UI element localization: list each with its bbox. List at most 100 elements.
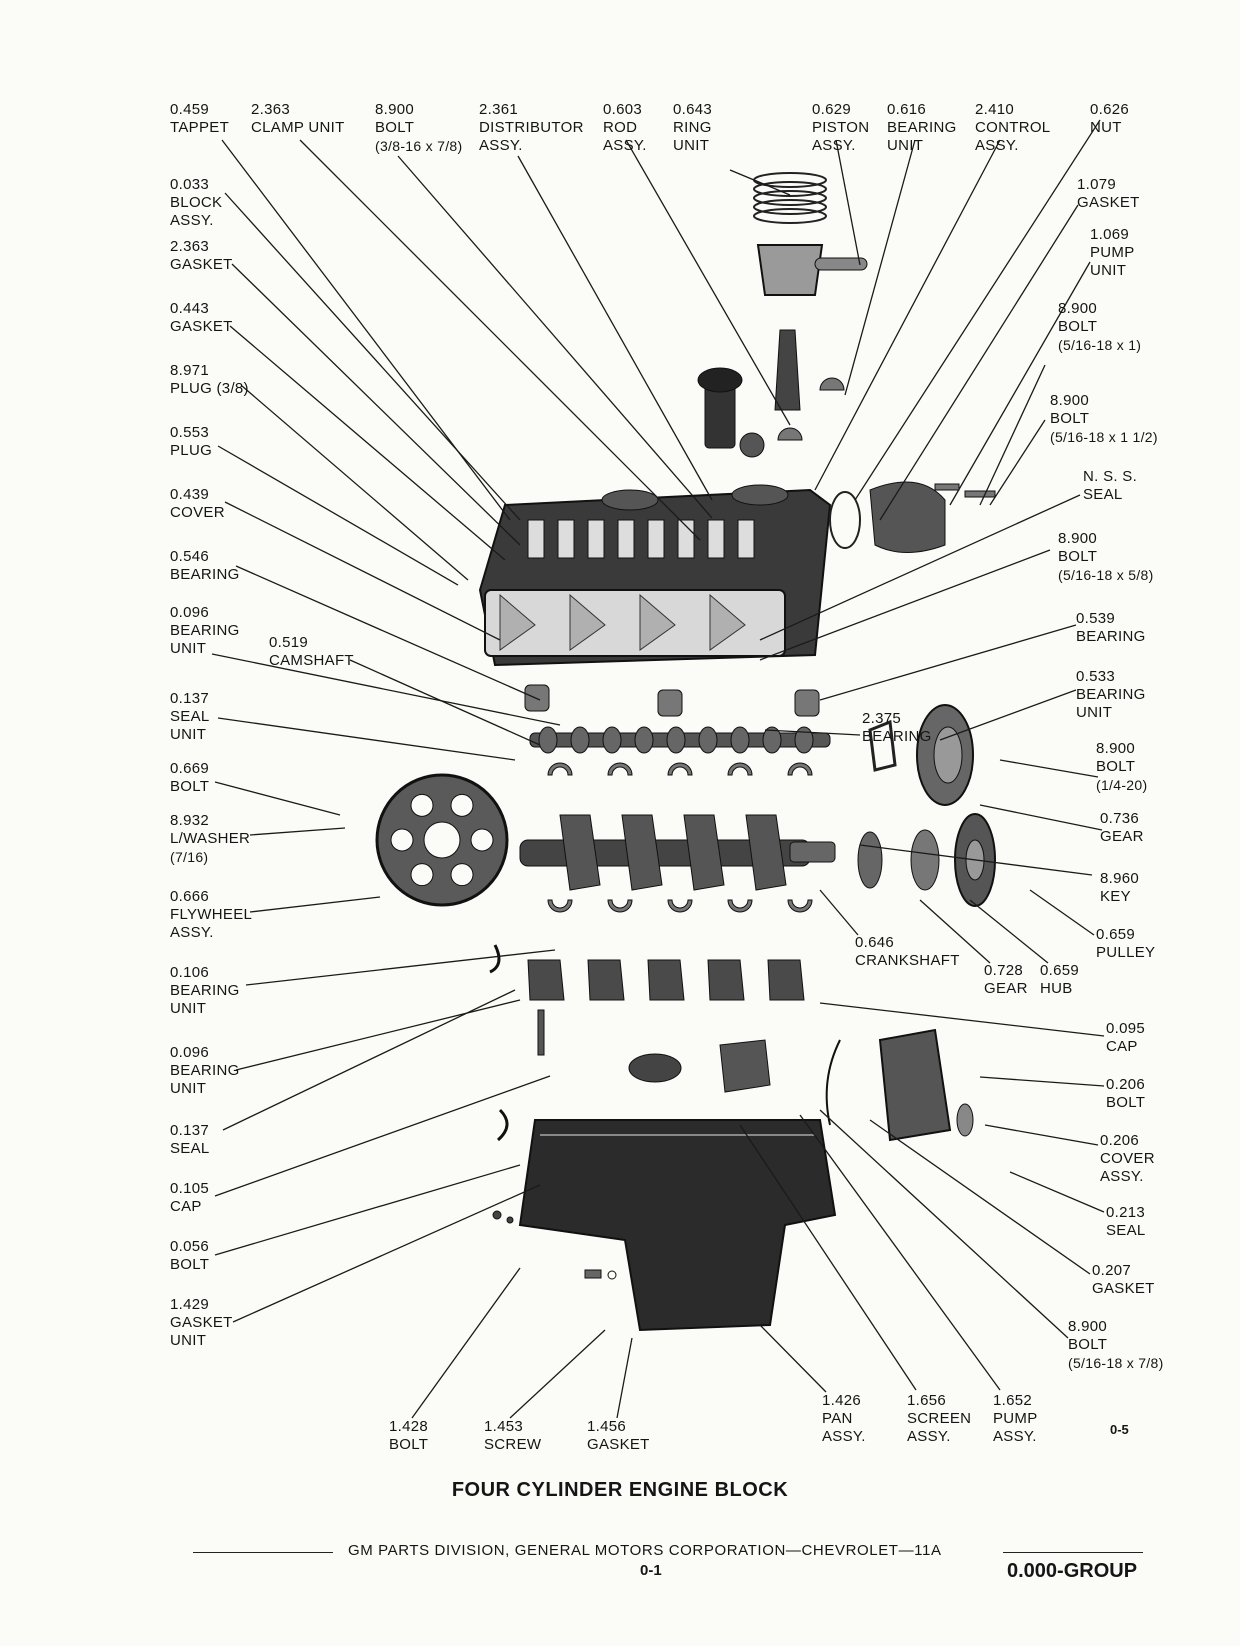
label-line: CAMSHAFT (269, 652, 354, 669)
leader-gear-0736 (979, 804, 1103, 831)
leader-bolt-0206 (979, 1076, 1105, 1087)
label-line: NUT (1090, 119, 1122, 136)
crank-throw (745, 814, 787, 891)
label-line: BEARING (887, 119, 957, 136)
valve-lifter (527, 519, 545, 559)
flywheel-hole (450, 863, 474, 887)
leader-bearing-unit-0106 (245, 949, 556, 986)
label-line: (5/16-18 x 5/8) (1058, 567, 1154, 583)
leader-bolt-0056 (214, 1164, 521, 1256)
leader-bearing-unit-top (844, 139, 916, 396)
label-line: BOLT (1058, 548, 1098, 565)
label-line: 8.932 (170, 812, 210, 829)
pan-bolt (506, 1216, 514, 1224)
label-line: 0.669 (170, 760, 210, 777)
drain-gasket (607, 1270, 617, 1280)
label-line: ASSY. (822, 1428, 866, 1445)
label-line: 0.643 (673, 101, 713, 118)
label-line: 0.137 (170, 1122, 210, 1139)
label-line: 1.652 (993, 1392, 1033, 1409)
footer-rule-right (1003, 1552, 1143, 1553)
leader-cover-0206 (984, 1124, 1099, 1146)
label-line: BOLT (1058, 318, 1098, 335)
diagram-title: FOUR CYLINDER ENGINE BLOCK (451, 1479, 789, 1501)
leader-bolt-5-16-5-8 (759, 549, 1051, 661)
leader-gasket-1456 (616, 1337, 633, 1419)
label-line: BOLT (389, 1436, 429, 1453)
group-number: 0.000-GROUP (1007, 1560, 1138, 1582)
label-line: BOLT (375, 119, 415, 136)
front-cover (878, 1028, 952, 1142)
label-line: 1.453 (484, 1418, 524, 1435)
leader-gasket-0207 (869, 1119, 1091, 1275)
leader-key-8960 (859, 844, 1093, 876)
flywheel-hole (410, 863, 434, 887)
oil-screen (628, 1053, 682, 1083)
front-seal (956, 1103, 974, 1137)
main-bearing-upper (607, 762, 633, 776)
label-line: 2.375 (862, 710, 902, 727)
label-line: ASSY. (170, 924, 214, 941)
bearing-cap (767, 959, 805, 1001)
bearing-cap (587, 959, 625, 1001)
label-line: 2.363 (170, 238, 210, 255)
pan-seal (496, 1108, 509, 1142)
cam-lobe (666, 726, 686, 754)
cover-rib (709, 593, 746, 651)
valve-lifter (557, 519, 575, 559)
cam-bearing (794, 689, 820, 717)
piston (756, 244, 824, 296)
leader-ring (729, 169, 791, 196)
label-line: BEARING (170, 982, 240, 999)
label-line: (5/16-18 x 7/8) (1068, 1355, 1164, 1371)
label-line: L/WASHER (170, 830, 251, 847)
label-line: 0.206 (1106, 1076, 1146, 1093)
label-line: BOLT (1096, 758, 1136, 775)
label-line: 8.971 (170, 362, 210, 379)
label-line: ASSY. (975, 137, 1019, 154)
label-line: ASSY. (1100, 1168, 1144, 1185)
label-line: GASKET (170, 318, 233, 335)
label-line: RING (673, 119, 712, 136)
leader-pan-1426 (759, 1324, 827, 1393)
label-line: BEARING (170, 622, 240, 639)
rear-seal (489, 944, 501, 974)
label-line: 1.428 (389, 1418, 429, 1435)
gear-hub (933, 726, 963, 784)
leader-bolt-5-16-1-1-2 (989, 419, 1046, 506)
label-line: 8.900 (1096, 740, 1136, 757)
figure-number: 0-5 (1110, 1422, 1129, 1437)
piston-pin (814, 257, 868, 271)
leader-bolt-5-16-7-8 (819, 1109, 1069, 1339)
label-line: N. S. S. (1083, 468, 1138, 485)
distributor-cap (697, 367, 743, 393)
label-nss-seal: N. S. S.SEAL (1083, 468, 1137, 504)
label-line: 1.426 (822, 1392, 862, 1409)
label-line: 1.069 (1090, 226, 1130, 243)
leader-block (224, 192, 521, 521)
drain-screw (584, 1269, 602, 1279)
label-line: GEAR (1100, 828, 1144, 845)
bearing-cap (647, 959, 685, 1001)
pump-bolt (964, 490, 996, 498)
leader-piston (835, 139, 861, 266)
leader-bolt-5-16-1 (979, 364, 1046, 506)
leader-screen-1656 (739, 1124, 917, 1391)
label-line: ASSY. (812, 137, 856, 154)
label-line: 0.539 (1076, 610, 1116, 627)
